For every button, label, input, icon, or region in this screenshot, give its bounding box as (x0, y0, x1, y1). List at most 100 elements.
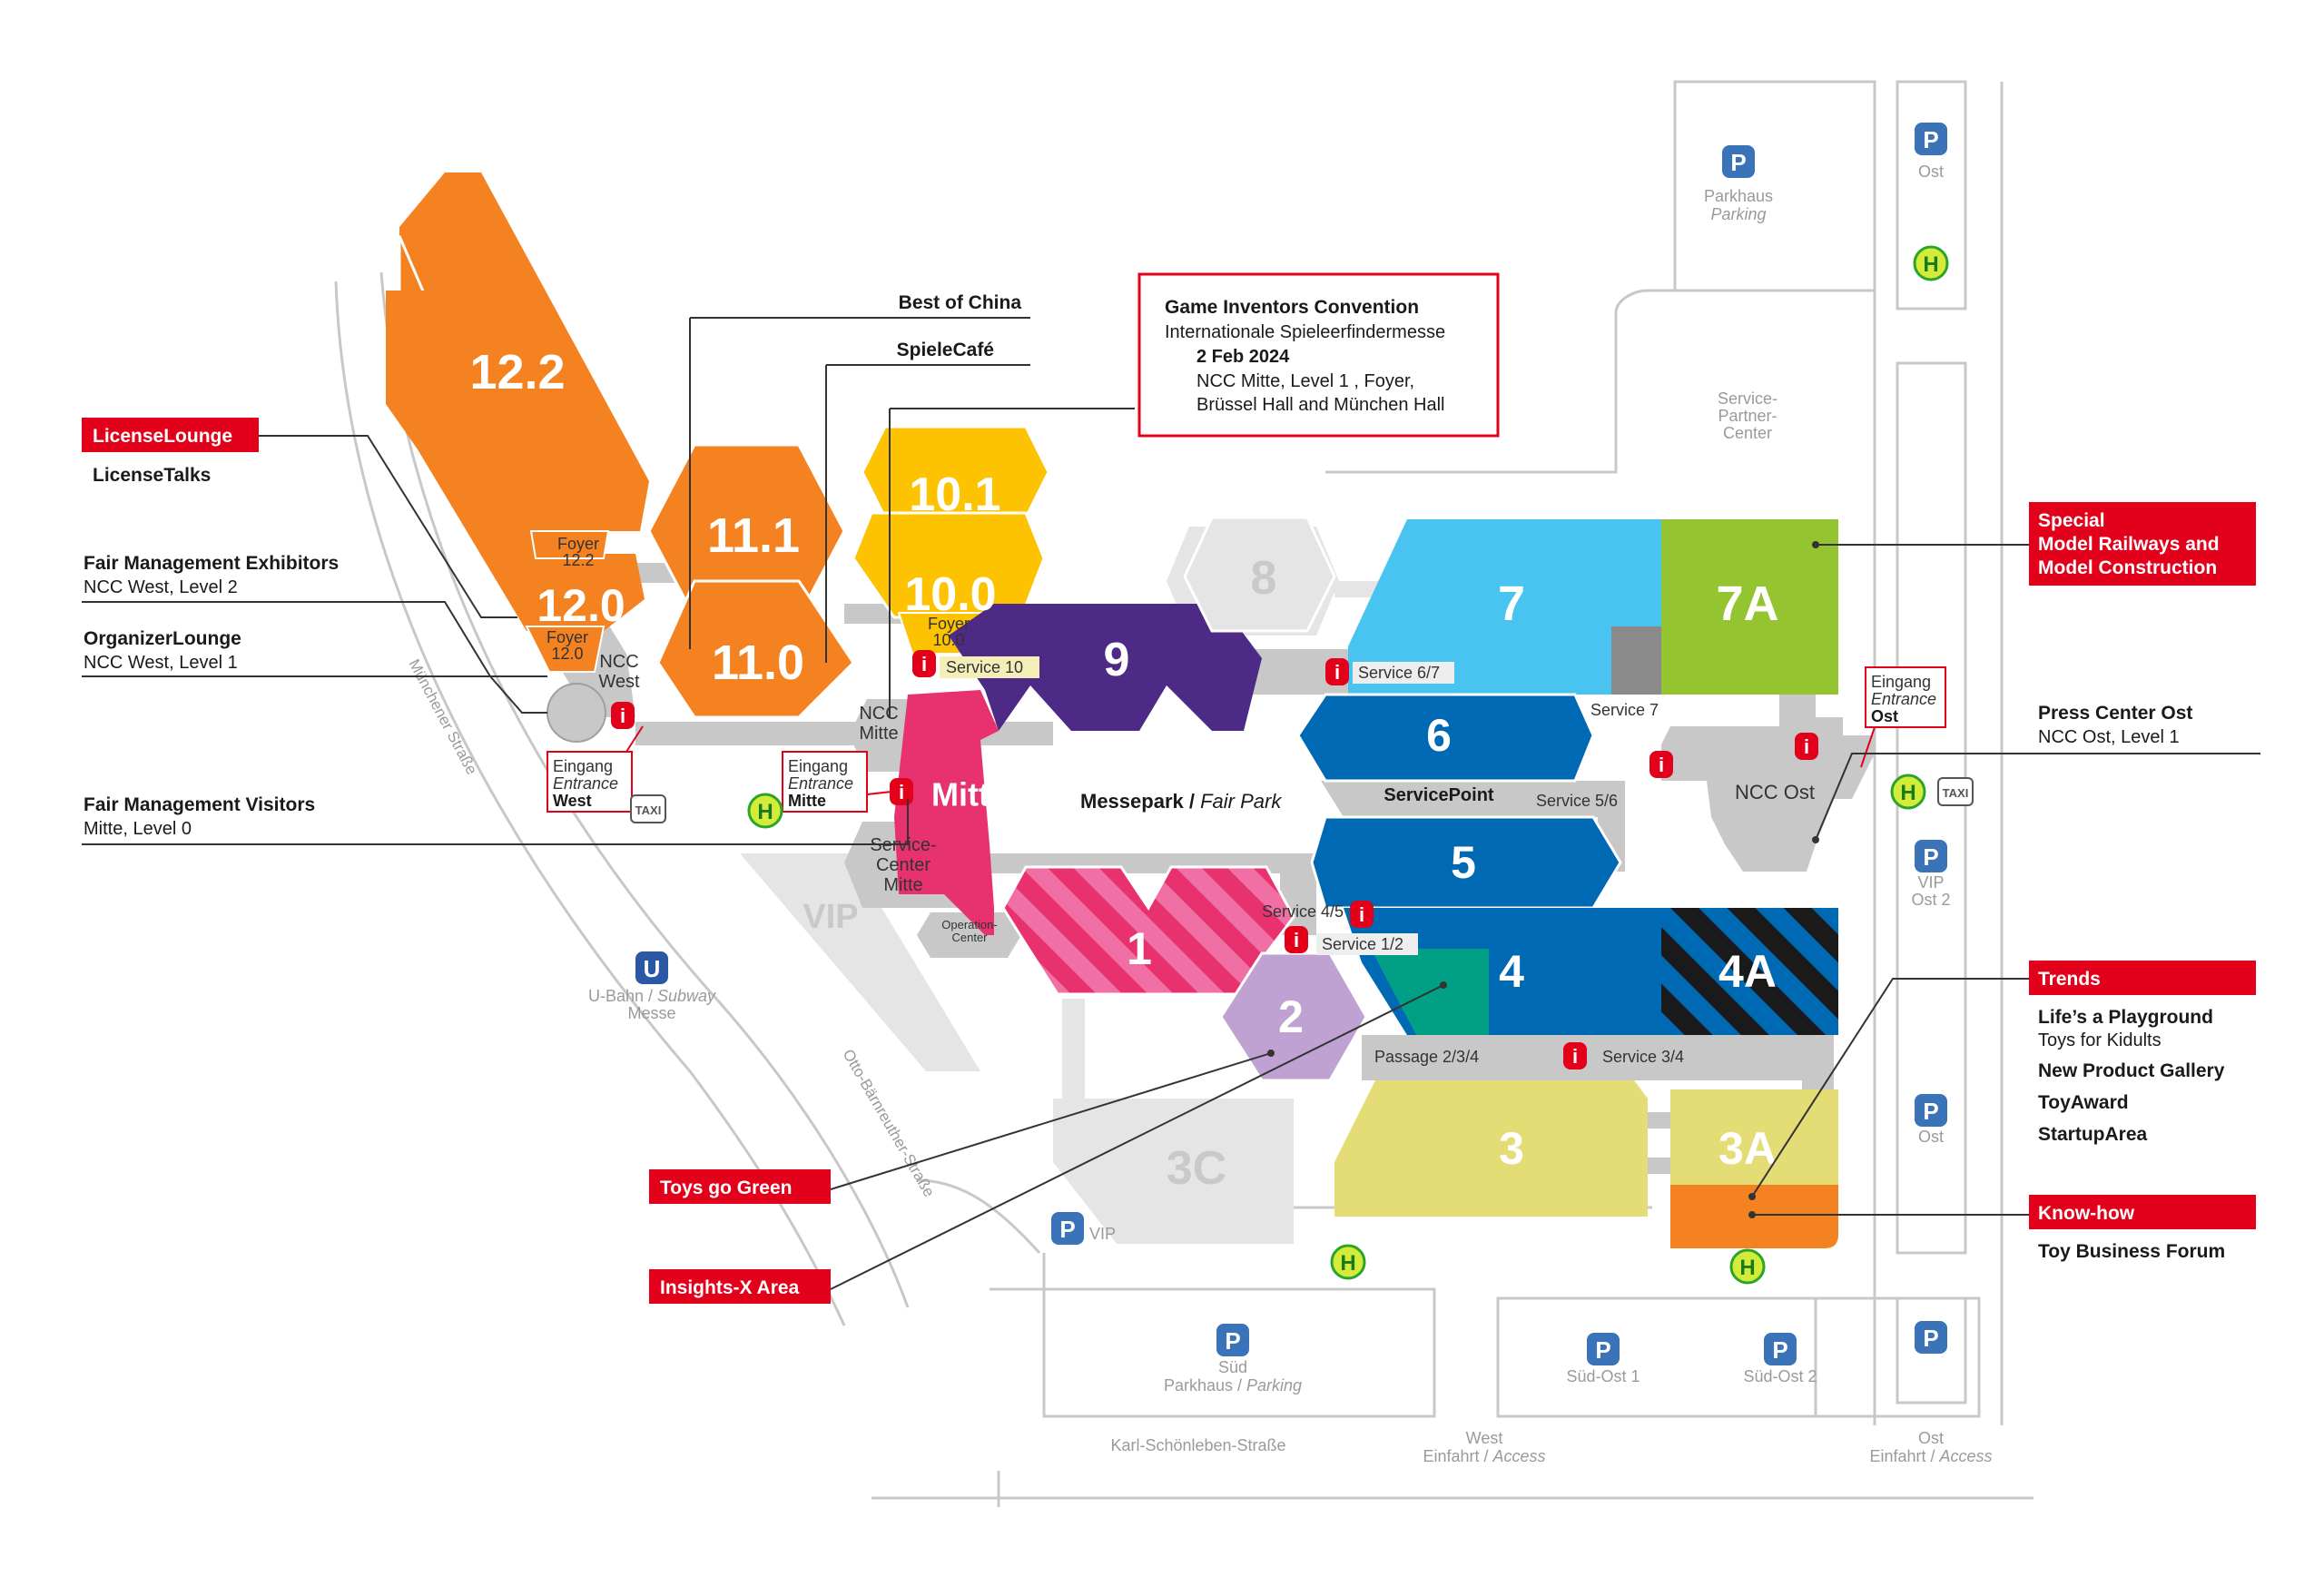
svg-text:Toys for Kidults: Toys for Kidults (2038, 1030, 2162, 1050)
svg-text:Toys go Green: Toys go Green (660, 1178, 792, 1198)
hall-7a[interactable] (1661, 519, 1838, 695)
parking-icon: P (1915, 840, 1947, 872)
hall-11-0[interactable] (656, 579, 855, 719)
svg-text:Entrance: Entrance (788, 774, 853, 793)
hall-mitte[interactable] (894, 690, 999, 935)
svg-text:Parking: Parking (1710, 205, 1766, 223)
svg-text:LicenseLounge: LicenseLounge (93, 426, 232, 447)
svg-text:Mitte: Mitte (788, 792, 826, 810)
parking-icon: P (1764, 1333, 1797, 1365)
svg-text:H: H (1739, 1256, 1755, 1280)
svg-text:StartupArea: StartupArea (2038, 1124, 2148, 1145)
transit-icons[interactable]: P P P P P P P P P U H H H H H TAXI TAXI (630, 123, 1974, 1365)
svg-text:Trends: Trends (2038, 969, 2101, 990)
svg-text:P: P (1772, 1336, 1787, 1364)
entrance-ost[interactable]: Eingang Entrance Ost (1860, 666, 1946, 768)
svg-text:i: i (1659, 754, 1664, 776)
svg-text:West: West (1466, 1429, 1503, 1447)
svg-text:U: U (644, 955, 661, 982)
svg-text:P: P (1923, 843, 1938, 871)
hall-1[interactable] (1001, 865, 1295, 996)
bus-stop-icon: H (1890, 774, 1926, 810)
svg-text:Süd-Ost 2: Süd-Ost 2 (1743, 1367, 1817, 1385)
hall-label: 4A (1718, 946, 1777, 997)
svg-text:Center: Center (951, 931, 988, 944)
hall-label: 8 (1251, 552, 1277, 605)
bus-stop-icon: H (747, 793, 783, 829)
svg-text:Ost: Ost (1918, 1429, 1944, 1447)
svg-text:P: P (1595, 1336, 1610, 1364)
svg-text:Service 7: Service 7 (1590, 701, 1659, 719)
svg-text:P: P (1923, 1325, 1938, 1352)
svg-text:Service 10: Service 10 (946, 658, 1023, 676)
svg-text:Messe: Messe (627, 1004, 675, 1022)
entrance-mitte[interactable]: Eingang Entrance Mitte (782, 751, 892, 813)
svg-text:Süd-Ost 1: Süd-Ost 1 (1566, 1367, 1640, 1385)
svg-text:2 Feb 2024: 2 Feb 2024 (1196, 347, 1290, 367)
svg-text:NCC Mitte, Level 1 , Foyer,: NCC Mitte, Level 1 , Foyer, (1196, 371, 1414, 391)
info-markers[interactable]: i i i i i i i i i (611, 650, 1818, 1069)
parking-icon: P (1915, 123, 1947, 155)
svg-text:i: i (620, 705, 625, 727)
info-icon: i (890, 778, 913, 805)
hall-12-2[interactable] (399, 172, 649, 531)
right-labels: Special Model Railways and Model Constru… (2029, 502, 2256, 1262)
svg-text:VIP: VIP (1917, 873, 1944, 892)
parking-icon: P (1915, 1094, 1947, 1127)
svg-text:12.2: 12.2 (562, 551, 594, 569)
hall-7[interactable] (1348, 519, 1661, 695)
svg-text:Otto-Bärnreuther-Straße: Otto-Bärnreuther-Straße (840, 1047, 939, 1200)
hall-12-0[interactable] (386, 291, 645, 631)
svg-text:TAXI: TAXI (1943, 786, 1969, 800)
bus-stop-icon: H (1729, 1248, 1766, 1285)
hall-label: VIP (803, 898, 858, 936)
gic-callout: Game Inventors Convention Internationale… (1137, 272, 1500, 438)
hall-label: 1 (1127, 923, 1152, 974)
hall-label: 2 (1278, 991, 1304, 1042)
info-icon: i (1649, 751, 1673, 778)
svg-text:Eingang: Eingang (553, 757, 613, 775)
hall-label: 10.0 (904, 568, 996, 621)
hall-label: 4 (1499, 946, 1524, 997)
svg-text:Ost: Ost (1918, 163, 1944, 181)
svg-text:Parkhaus / Parking: Parkhaus / Parking (1164, 1376, 1302, 1395)
svg-text:Fair Management Visitors: Fair Management Visitors (84, 794, 315, 815)
svg-text:Special: Special (2038, 510, 2105, 531)
hall-label: 11.0 (712, 636, 804, 690)
hall-6[interactable] (1296, 693, 1595, 783)
svg-text:i: i (1359, 903, 1364, 926)
svg-text:ServicePoint: ServicePoint (1384, 785, 1494, 805)
top-labels: Best of China SpieleCafé (897, 292, 1022, 360)
entrance-west[interactable]: Eingang Entrance West (547, 725, 644, 813)
svg-text:Passage 2/3/4: Passage 2/3/4 (1374, 1048, 1479, 1066)
svg-text:12.0: 12.0 (551, 645, 583, 663)
svg-text:Operation-: Operation- (941, 918, 997, 931)
svg-text:NCC West, Level 2: NCC West, Level 2 (84, 577, 238, 597)
hall-3[interactable] (1334, 1080, 1648, 1217)
svg-text:P: P (1059, 1216, 1075, 1243)
hall-9[interactable] (949, 604, 1262, 731)
svg-text:H: H (1923, 252, 1938, 277)
svg-text:Service-: Service- (1718, 389, 1777, 408)
svg-text:NCC Ost: NCC Ost (1735, 781, 1815, 803)
svg-text:Best of China: Best of China (899, 292, 1022, 313)
svg-text:Brüssel Hall and München Hall: Brüssel Hall and München Hall (1196, 395, 1444, 415)
hall-label: Mitte (931, 776, 1008, 813)
svg-text:Süd: Süd (1218, 1358, 1247, 1376)
hall-8[interactable] (1183, 516, 1336, 633)
svg-text:New Product Gallery: New Product Gallery (2038, 1060, 2225, 1081)
hall-label: 7 (1498, 577, 1525, 631)
svg-text:Center: Center (1723, 424, 1772, 442)
hall-label: 5 (1451, 837, 1476, 888)
taxi-icon: TAXI (1937, 777, 1974, 806)
hall-label: 3 (1499, 1123, 1524, 1174)
svg-text:Press Center Ost: Press Center Ost (2038, 703, 2192, 724)
taxi-icon: TAXI (630, 794, 666, 823)
svg-text:U-Bahn / Subway: U-Bahn / Subway (588, 987, 716, 1005)
hall-4a[interactable] (1661, 908, 1838, 1035)
leader-lines (82, 317, 2260, 1290)
info-icon: i (611, 702, 635, 729)
svg-text:Foyer: Foyer (557, 535, 599, 553)
svg-text:i: i (1294, 929, 1299, 951)
svg-text:Service 3/4: Service 3/4 (1602, 1048, 1684, 1066)
